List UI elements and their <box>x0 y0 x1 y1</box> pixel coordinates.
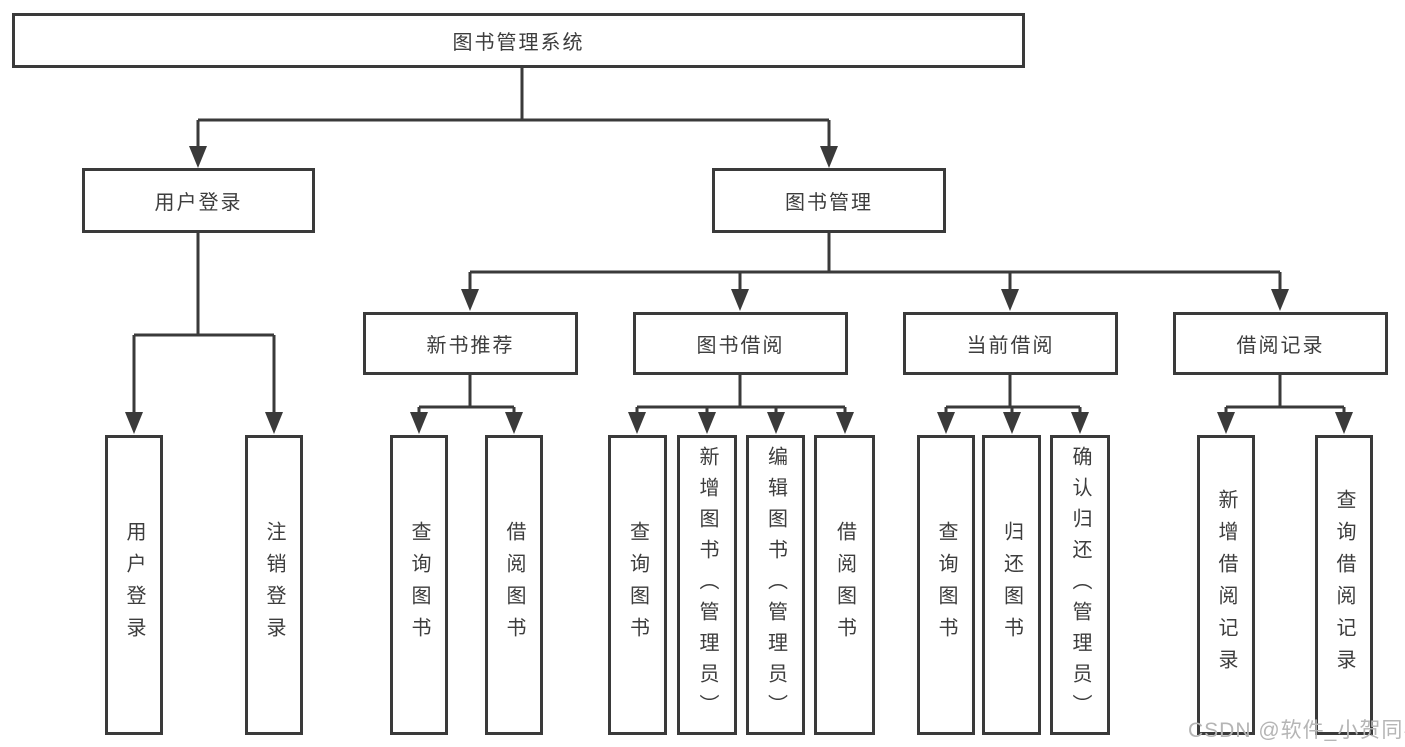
node-library-management-system: 图书管理系统 <box>12 13 1025 68</box>
node-book-borrowing: 图书借阅 <box>633 312 848 375</box>
leaf-query-books-2: 查询图书 <box>608 435 667 735</box>
leaf-query-borrow-record: 查询借阅记录 <box>1315 435 1373 735</box>
leaf-query-books-1: 查询图书 <box>390 435 448 735</box>
node-new-book-recommend: 新书推荐 <box>363 312 578 375</box>
node-user-login: 用户登录 <box>82 168 315 233</box>
leaf-add-borrow-record: 新增借阅记录 <box>1197 435 1255 735</box>
leaf-add-book-admin: 新增图书（管理员） <box>677 435 737 735</box>
leaf-logout: 注销登录 <box>245 435 303 735</box>
leaf-query-books-3: 查询图书 <box>917 435 975 735</box>
leaf-borrow-books-1: 借阅图书 <box>485 435 543 735</box>
arrowhead-icons <box>125 146 1353 434</box>
leaf-confirm-return-admin: 确认归还（管理员） <box>1050 435 1110 735</box>
leaf-borrow-books-2: 借阅图书 <box>814 435 875 735</box>
node-borrowing-records: 借阅记录 <box>1173 312 1388 375</box>
connector-paths <box>132 68 1346 414</box>
node-book-management: 图书管理 <box>712 168 946 233</box>
leaf-edit-book-admin: 编辑图书（管理员） <box>746 435 805 735</box>
csdn-watermark: CSDN @软件_小贺同学 <box>1188 719 1405 742</box>
node-current-borrowing: 当前借阅 <box>903 312 1118 375</box>
leaf-return-book: 归还图书 <box>982 435 1041 735</box>
leaf-user-login: 用户登录 <box>105 435 163 735</box>
